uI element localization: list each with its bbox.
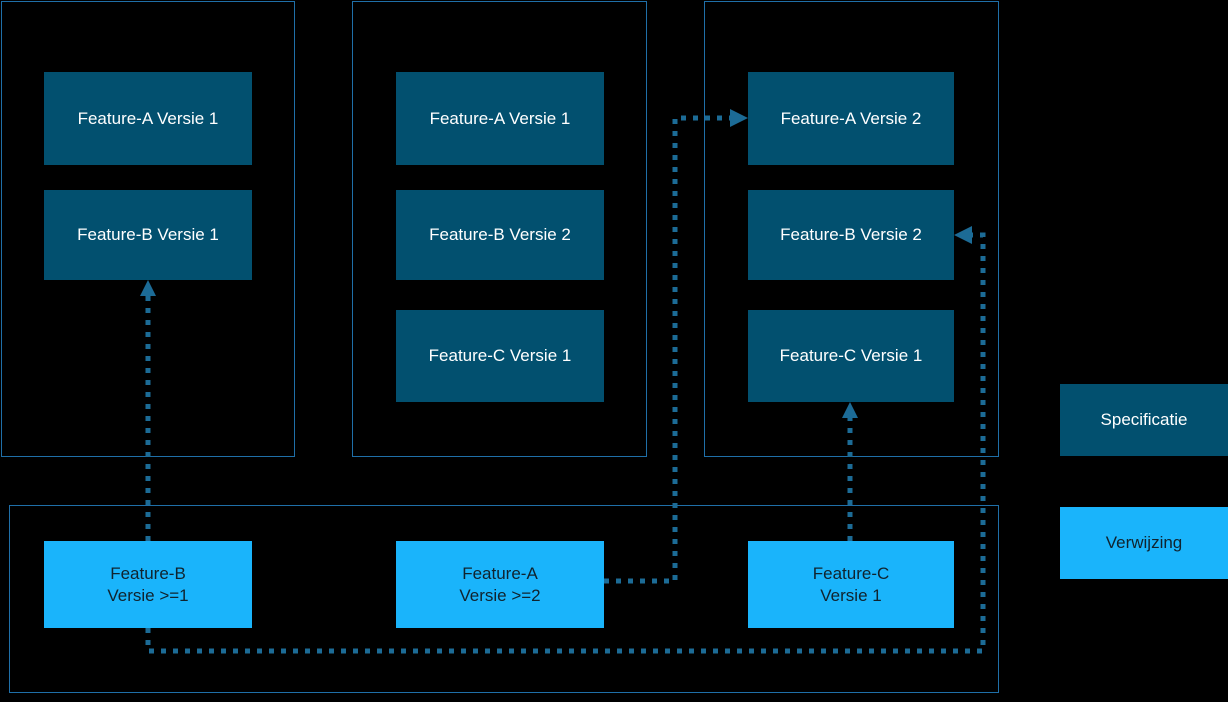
spec-node-label: Feature-A Versie 1 — [77, 108, 219, 128]
reference-node-label: Feature-B Versie >=1 — [107, 563, 189, 605]
reference-node-ref-c[interactable]: Feature-C Versie 1 — [748, 541, 954, 628]
spec-node-label: Feature-B Versie 1 — [77, 225, 219, 245]
spec-node-right-b[interactable]: Feature-B Versie 2 — [748, 190, 954, 280]
legend-label-verwijzing: Verwijzing — [1105, 533, 1183, 552]
spec-node-mid-c[interactable]: Feature-C Versie 1 — [396, 310, 604, 402]
reference-node-ref-b[interactable]: Feature-B Versie >=1 — [44, 541, 252, 628]
reference-node-label: Feature-C Versie 1 — [812, 563, 890, 605]
spec-node-label: Feature-B Versie 2 — [429, 225, 571, 245]
spec-node-left-b[interactable]: Feature-B Versie 1 — [44, 190, 252, 280]
legend-label-specificatie: Specificatie — [1100, 410, 1188, 429]
spec-node-mid-a[interactable]: Feature-A Versie 1 — [396, 72, 604, 165]
spec-node-right-a[interactable]: Feature-A Versie 2 — [748, 72, 954, 165]
spec-node-label: Feature-C Versie 1 — [428, 346, 572, 366]
spec-node-right-c[interactable]: Feature-C Versie 1 — [748, 310, 954, 402]
legend-item-specificatie: Specificatie — [1060, 384, 1228, 456]
spec-node-label: Feature-C Versie 1 — [779, 346, 923, 366]
spec-node-label: Feature-A Versie 1 — [429, 108, 571, 128]
reference-node-label: Feature-A Versie >=2 — [459, 563, 541, 605]
spec-node-label: Feature-A Versie 2 — [780, 108, 922, 128]
spec-node-label: Feature-B Versie 2 — [780, 225, 922, 245]
reference-node-ref-a[interactable]: Feature-A Versie >=2 — [396, 541, 604, 628]
spec-node-left-a[interactable]: Feature-A Versie 1 — [44, 72, 252, 165]
spec-node-mid-b[interactable]: Feature-B Versie 2 — [396, 190, 604, 280]
legend-item-verwijzing: Verwijzing — [1060, 507, 1228, 579]
